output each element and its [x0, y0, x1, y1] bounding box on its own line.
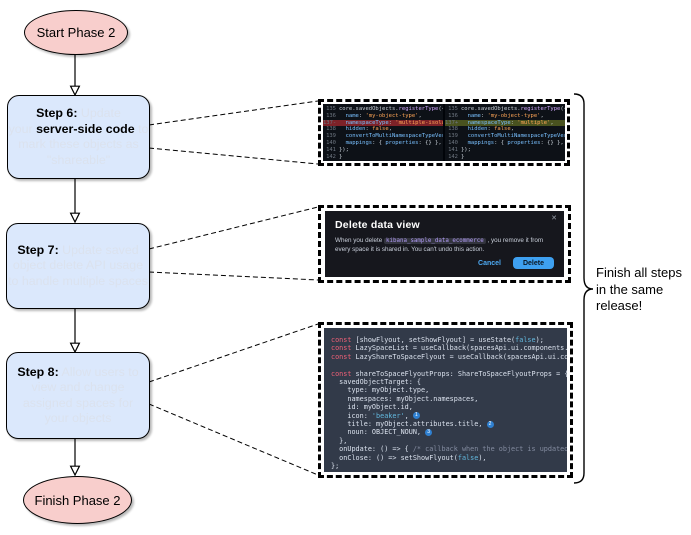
code-sample: const [showFlyout, setShowFlyout] = useS…: [324, 328, 567, 472]
brace-label-line: release!: [596, 298, 643, 313]
finish-node: Finish Phase 2: [23, 476, 132, 524]
arrowhead-icon: [69, 465, 81, 477]
brace-label-line: Finish all steps: [596, 265, 682, 280]
finish-node-label: Finish Phase 2: [34, 492, 121, 508]
dialog-title: Delete data view: [335, 219, 420, 231]
delete-dialog: Delete data view ✕ When you delete kiban…: [325, 211, 564, 277]
dialog-actions: Cancel Delete: [478, 257, 554, 269]
callout-step8-bottom: [148, 403, 319, 476]
brace-label: Finish all steps in the same release!: [596, 265, 682, 315]
callout-step7-top: [148, 206, 319, 250]
dialog-body: When you delete kibana_sample_data_ecomm…: [335, 237, 554, 254]
dialog-body-prefix: When you delete: [335, 237, 385, 244]
start-node: Start Phase 2: [24, 10, 128, 55]
cancel-button: Cancel: [478, 259, 501, 267]
delete-button: Delete: [512, 257, 554, 269]
callout-step6-top: [148, 100, 319, 126]
brace-label-line: in the same: [596, 281, 664, 297]
callout-step8-top: [148, 323, 319, 383]
arrowhead-icon: [69, 212, 81, 224]
callout-step6-bottom: [148, 147, 319, 165]
callout-step7-bottom: [148, 271, 319, 281]
dialog-screenshot: Delete data view ✕ When you delete kiban…: [318, 205, 571, 283]
curly-brace: [573, 93, 594, 484]
arrowhead-icon: [69, 342, 81, 354]
dialog-body-suffix: , you remove it from every space it is s…: [335, 237, 544, 253]
arrowhead-icon: [69, 85, 81, 97]
arrowheads: [69, 85, 81, 477]
callout-lines: [148, 100, 319, 476]
close-icon: ✕: [551, 215, 557, 222]
code-screenshot: const [showFlyout, setShowFlyout] = useS…: [318, 322, 573, 478]
data-view-name-chip: kibana_sample_data_ecommerce: [384, 238, 486, 244]
start-node-label: Start Phase 2: [36, 25, 116, 40]
